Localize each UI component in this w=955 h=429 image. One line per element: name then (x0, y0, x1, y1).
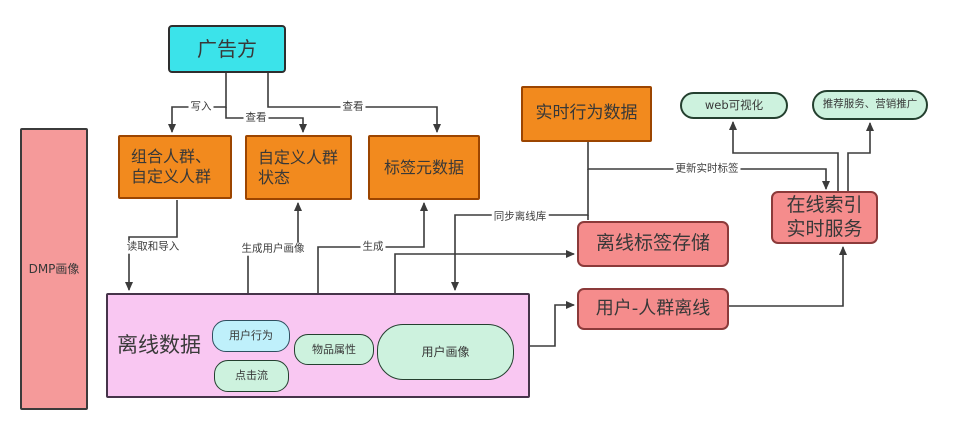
edge-label-update-tags: 更新实时标签 (673, 162, 741, 176)
node-realtime-behavior-data: 实时行为数据 (521, 86, 652, 142)
edge-to-recommend (847, 122, 874, 191)
node-item-attributes: 物品属性 (294, 334, 374, 365)
node-click-stream: 点击流 (214, 360, 289, 392)
offline-data-label: 离线数据 (117, 333, 201, 358)
edge-to-offline-storage (394, 250, 575, 293)
edge-label-sync-offline: 同步离线库 (491, 210, 549, 224)
node-dmp-profile: DMP画像 (20, 128, 88, 410)
edge-to-web-viz (729, 121, 839, 191)
edge-label-generate: 生成 (360, 240, 386, 254)
edge-label-read-import: 读取和导入 (124, 240, 182, 254)
node-recommend-service: 推荐服务、营销推广 (812, 90, 928, 120)
node-online-index-realtime-service: 在线索引 实时服务 (771, 191, 878, 244)
node-offline-data-container: 离线数据 用户行为 点击流 物品属性 用户画像 (106, 293, 530, 398)
node-user-crowd-offline: 用户-人群离线 (577, 288, 729, 330)
edge-to-online-index (729, 246, 847, 307)
node-tag-metadata: 标签元数据 (368, 135, 480, 200)
edge-label-generate-profile: 生成用户画像 (239, 242, 307, 256)
node-combined-crowd: 组合人群、 自定义人群 (118, 135, 232, 199)
edge-label-view-status: 查看 (243, 111, 269, 125)
edge-label-write: 写入 (188, 100, 214, 114)
node-advertiser: 广告方 (168, 25, 286, 73)
edge-label-view-metadata: 查看 (340, 100, 366, 114)
node-user-profile: 用户画像 (377, 324, 514, 380)
node-custom-crowd-status: 自定义人群 状态 (245, 135, 352, 200)
node-user-behavior: 用户行为 (212, 320, 290, 352)
edge-to-user-crowd (530, 301, 575, 347)
node-offline-tag-storage: 离线标签存储 (577, 221, 729, 267)
node-web-visualization: web可视化 (680, 92, 788, 119)
